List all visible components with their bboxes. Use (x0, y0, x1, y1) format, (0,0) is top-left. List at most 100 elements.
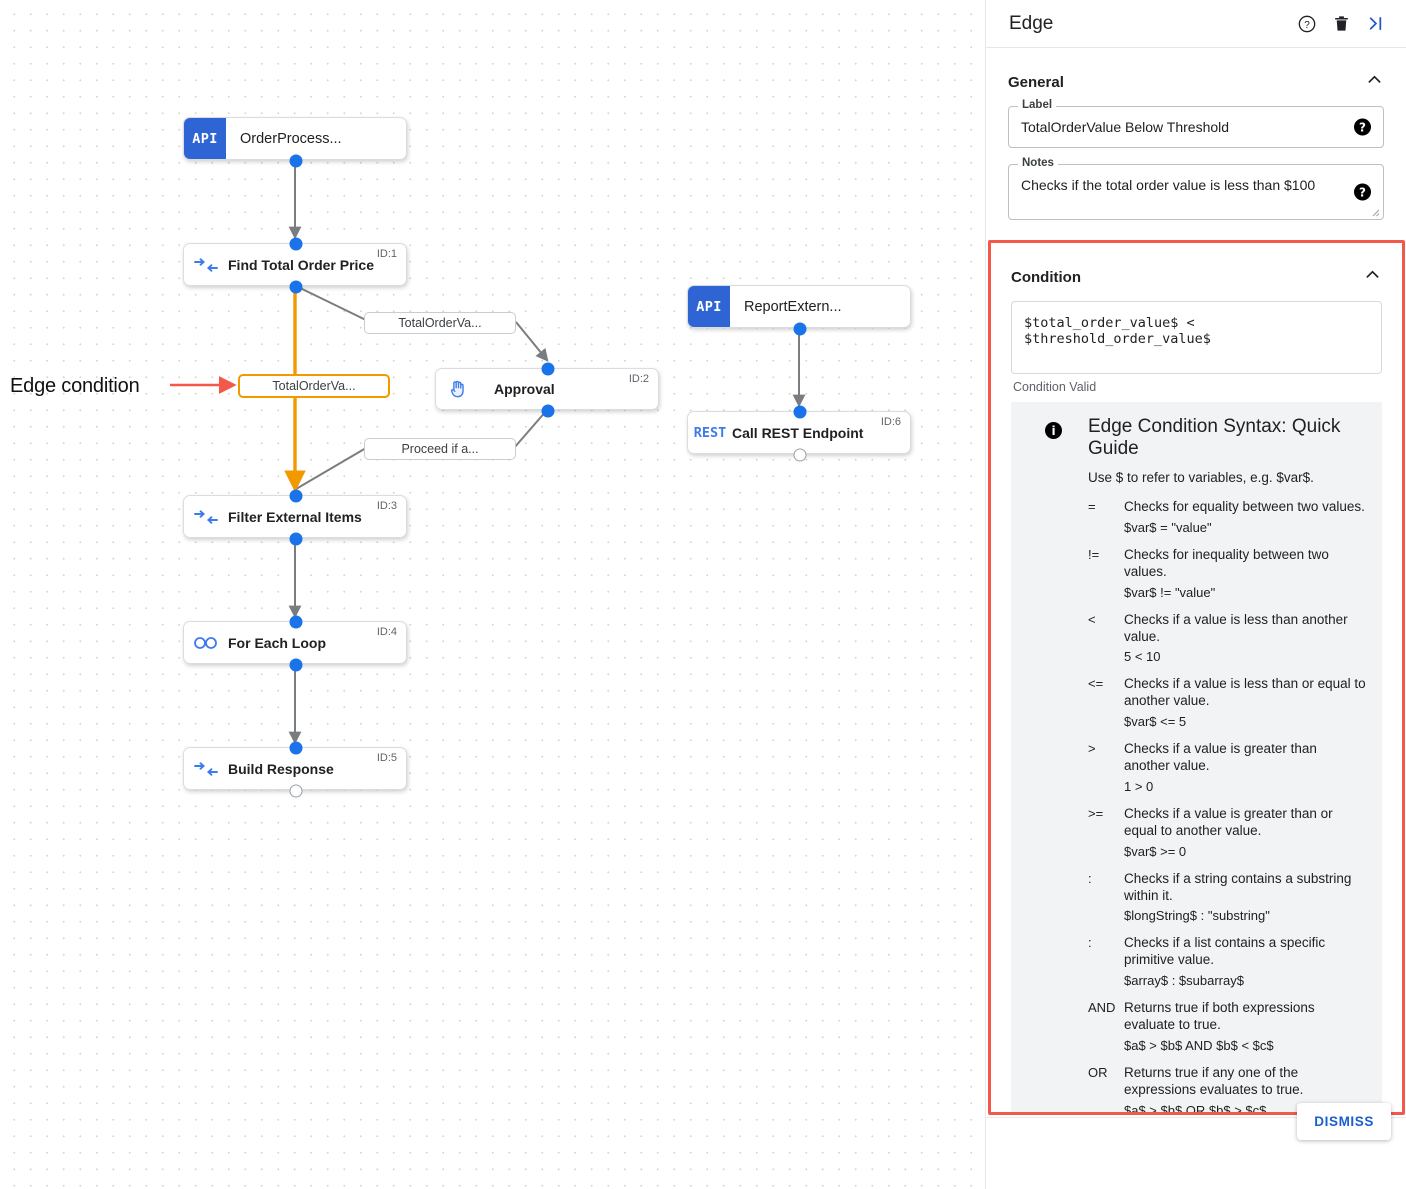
node-build-response[interactable]: Build Response ID:5 (183, 741, 407, 798)
notes-help-icon[interactable]: ? (1354, 183, 1371, 201)
node-input-port[interactable] (289, 237, 303, 251)
operator-example: $var$ != "value" (1124, 584, 1216, 600)
operator-row: : Checks if a list contains a specific p… (1088, 935, 1366, 988)
delete-icon[interactable] (1324, 7, 1358, 41)
label-help-icon[interactable]: ? (1354, 118, 1371, 136)
rest-badge-icon: REST (693, 424, 727, 441)
edge-label-total-order-value-selected[interactable]: TotalOrderVa... (238, 374, 390, 398)
node-for-each-loop[interactable]: For Each Loop ID:4 (183, 615, 407, 672)
operator-description: Returns true if both expressions evaluat… (1124, 1000, 1315, 1032)
operator-row: : Checks if a string contains a substrin… (1088, 871, 1366, 924)
help-icon[interactable]: ? (1290, 7, 1324, 41)
node-title: ReportExtern... (744, 298, 842, 315)
operator-description: Checks if a value is greater than anothe… (1124, 741, 1317, 773)
info-icon: i (1045, 422, 1062, 439)
chevron-up-icon[interactable] (1363, 265, 1382, 289)
guide-title: Edge Condition Syntax: Quick Guide (1088, 416, 1341, 459)
node-output-port[interactable] (289, 784, 303, 798)
label-field[interactable]: Label TotalOrderValue Below Threshold ? (1008, 99, 1384, 148)
edge-condition-annotation-label: Edge condition (10, 375, 140, 397)
operator-example: $a$ > $b$ OR $b$ > $c$ (1124, 1102, 1267, 1112)
operator-description: Checks if a list contains a specific pri… (1124, 935, 1326, 968)
label-field-legend: Label (1018, 99, 1057, 111)
node-order-process[interactable]: API OrderProcess... (183, 117, 407, 168)
operator-symbol: : (1088, 935, 1092, 951)
operator-row: = Checks for equality between two values… (1088, 499, 1366, 535)
label-field-value[interactable]: TotalOrderValue Below Threshold (1021, 119, 1230, 135)
operator-symbol: != (1088, 546, 1100, 562)
notes-field-legend: Notes (1018, 157, 1058, 169)
svg-text:?: ? (1304, 19, 1310, 30)
operator-row: OR Returns true if any one of the expres… (1088, 1065, 1366, 1112)
node-input-port[interactable] (541, 362, 555, 376)
operator-description: Returns true if any one of the expressio… (1124, 1064, 1304, 1097)
notes-field-value[interactable]: Checks if the total order value is less … (1021, 177, 1316, 193)
node-input-port[interactable] (289, 741, 303, 755)
operator-description: Checks if a value is less than another v… (1124, 611, 1348, 644)
operator-symbol: <= (1088, 676, 1104, 692)
dismiss-button[interactable]: DISMISS (1297, 1103, 1391, 1140)
edge-label-total-order-value-upper[interactable]: TotalOrderVa... (364, 312, 516, 334)
node-filter-external-items[interactable]: Filter External Items ID:3 (183, 489, 407, 546)
edge-properties-panel: Edge ? General Label TotalOrderValue B (985, 0, 1406, 1189)
collapse-icon[interactable] (1358, 7, 1392, 41)
api-badge-icon: API (688, 286, 730, 327)
node-output-port[interactable] (793, 448, 807, 462)
general-section: General Label TotalOrderValue Below Thre… (986, 48, 1406, 220)
operator-symbol: OR (1088, 1064, 1108, 1080)
node-output-port[interactable] (289, 658, 303, 672)
operator-example: $var$ >= 0 (1124, 843, 1187, 859)
operator-example: $array$ : $subarray$ (1124, 973, 1244, 989)
operator-description: Checks if a string contains a substring … (1124, 870, 1352, 903)
general-section-header[interactable]: General (1008, 48, 1384, 106)
operator-row: <= Checks if a value is less than or equ… (1088, 676, 1366, 729)
edge-label-proceed-if[interactable]: Proceed if a... (364, 438, 516, 460)
node-id-label: ID:1 (376, 248, 397, 260)
edge-condition-syntax-guide: i Edge Condition Syntax: Quick Guide Use… (1011, 402, 1382, 1112)
operator-symbol: : (1088, 870, 1092, 886)
operator-symbol: >= (1088, 805, 1104, 821)
node-output-port[interactable] (289, 532, 303, 546)
api-badge-icon: API (184, 118, 226, 159)
operator-description: Checks if a value is greater than or equ… (1124, 805, 1333, 838)
condition-status-text: Condition Valid (1013, 380, 1097, 394)
node-input-port[interactable] (289, 615, 303, 629)
operator-description: Checks for inequality between two values… (1124, 546, 1329, 579)
node-input-port[interactable] (289, 489, 303, 503)
node-output-port[interactable] (793, 322, 807, 336)
operator-description: Checks if a value is less than or equal … (1124, 676, 1366, 709)
operator-row: > Checks if a value is greater than anot… (1088, 741, 1366, 794)
general-section-title: General (1008, 73, 1064, 91)
notes-field[interactable]: Notes Checks if the total order value is… (1008, 157, 1384, 220)
node-report-extern[interactable]: API ReportExtern... (687, 285, 911, 336)
node-title: Find Total Order Price (228, 256, 374, 273)
operator-symbol: = (1088, 499, 1096, 514)
node-output-port[interactable] (289, 154, 303, 168)
node-title: For Each Loop (228, 634, 326, 651)
condition-section-header[interactable]: Condition (1011, 243, 1382, 301)
node-id-label: ID:6 (880, 416, 901, 428)
notes-resize-handle[interactable] (1370, 207, 1380, 217)
condition-section-highlight: Condition $total_order_value$ < $thresho… (988, 240, 1405, 1115)
operator-example: 5 < 10 (1124, 649, 1161, 665)
operator-symbol: < (1088, 611, 1096, 627)
operator-description: Checks for equality between two values. (1124, 499, 1365, 514)
node-id-label: ID:3 (376, 500, 397, 512)
node-call-rest-endpoint[interactable]: REST Call REST Endpoint ID:6 (687, 405, 911, 462)
panel-header: Edge ? (986, 0, 1406, 48)
node-output-port[interactable] (541, 404, 555, 418)
loop-icon (184, 635, 228, 651)
node-id-label: ID:4 (376, 626, 397, 638)
operator-example: $a$ > $b$ AND $b$ < $c$ (1124, 1037, 1274, 1053)
operator-example: 1 > 0 (1124, 778, 1154, 794)
condition-expression-input[interactable]: $total_order_value$ < $threshold_order_v… (1011, 301, 1382, 374)
node-input-port[interactable] (793, 405, 807, 419)
operator-example: $var$ = "value" (1124, 519, 1212, 535)
condition-section-title: Condition (1011, 268, 1081, 286)
node-approval[interactable]: Approval ID:2 (435, 362, 659, 418)
workflow-canvas[interactable]: API OrderProcess... Find Total Order Pri… (0, 0, 985, 1189)
chevron-up-icon[interactable] (1365, 70, 1384, 94)
node-output-port[interactable] (289, 280, 303, 294)
node-find-total-order-price[interactable]: Find Total Order Price ID:1 (183, 237, 407, 294)
transform-icon (184, 509, 228, 525)
